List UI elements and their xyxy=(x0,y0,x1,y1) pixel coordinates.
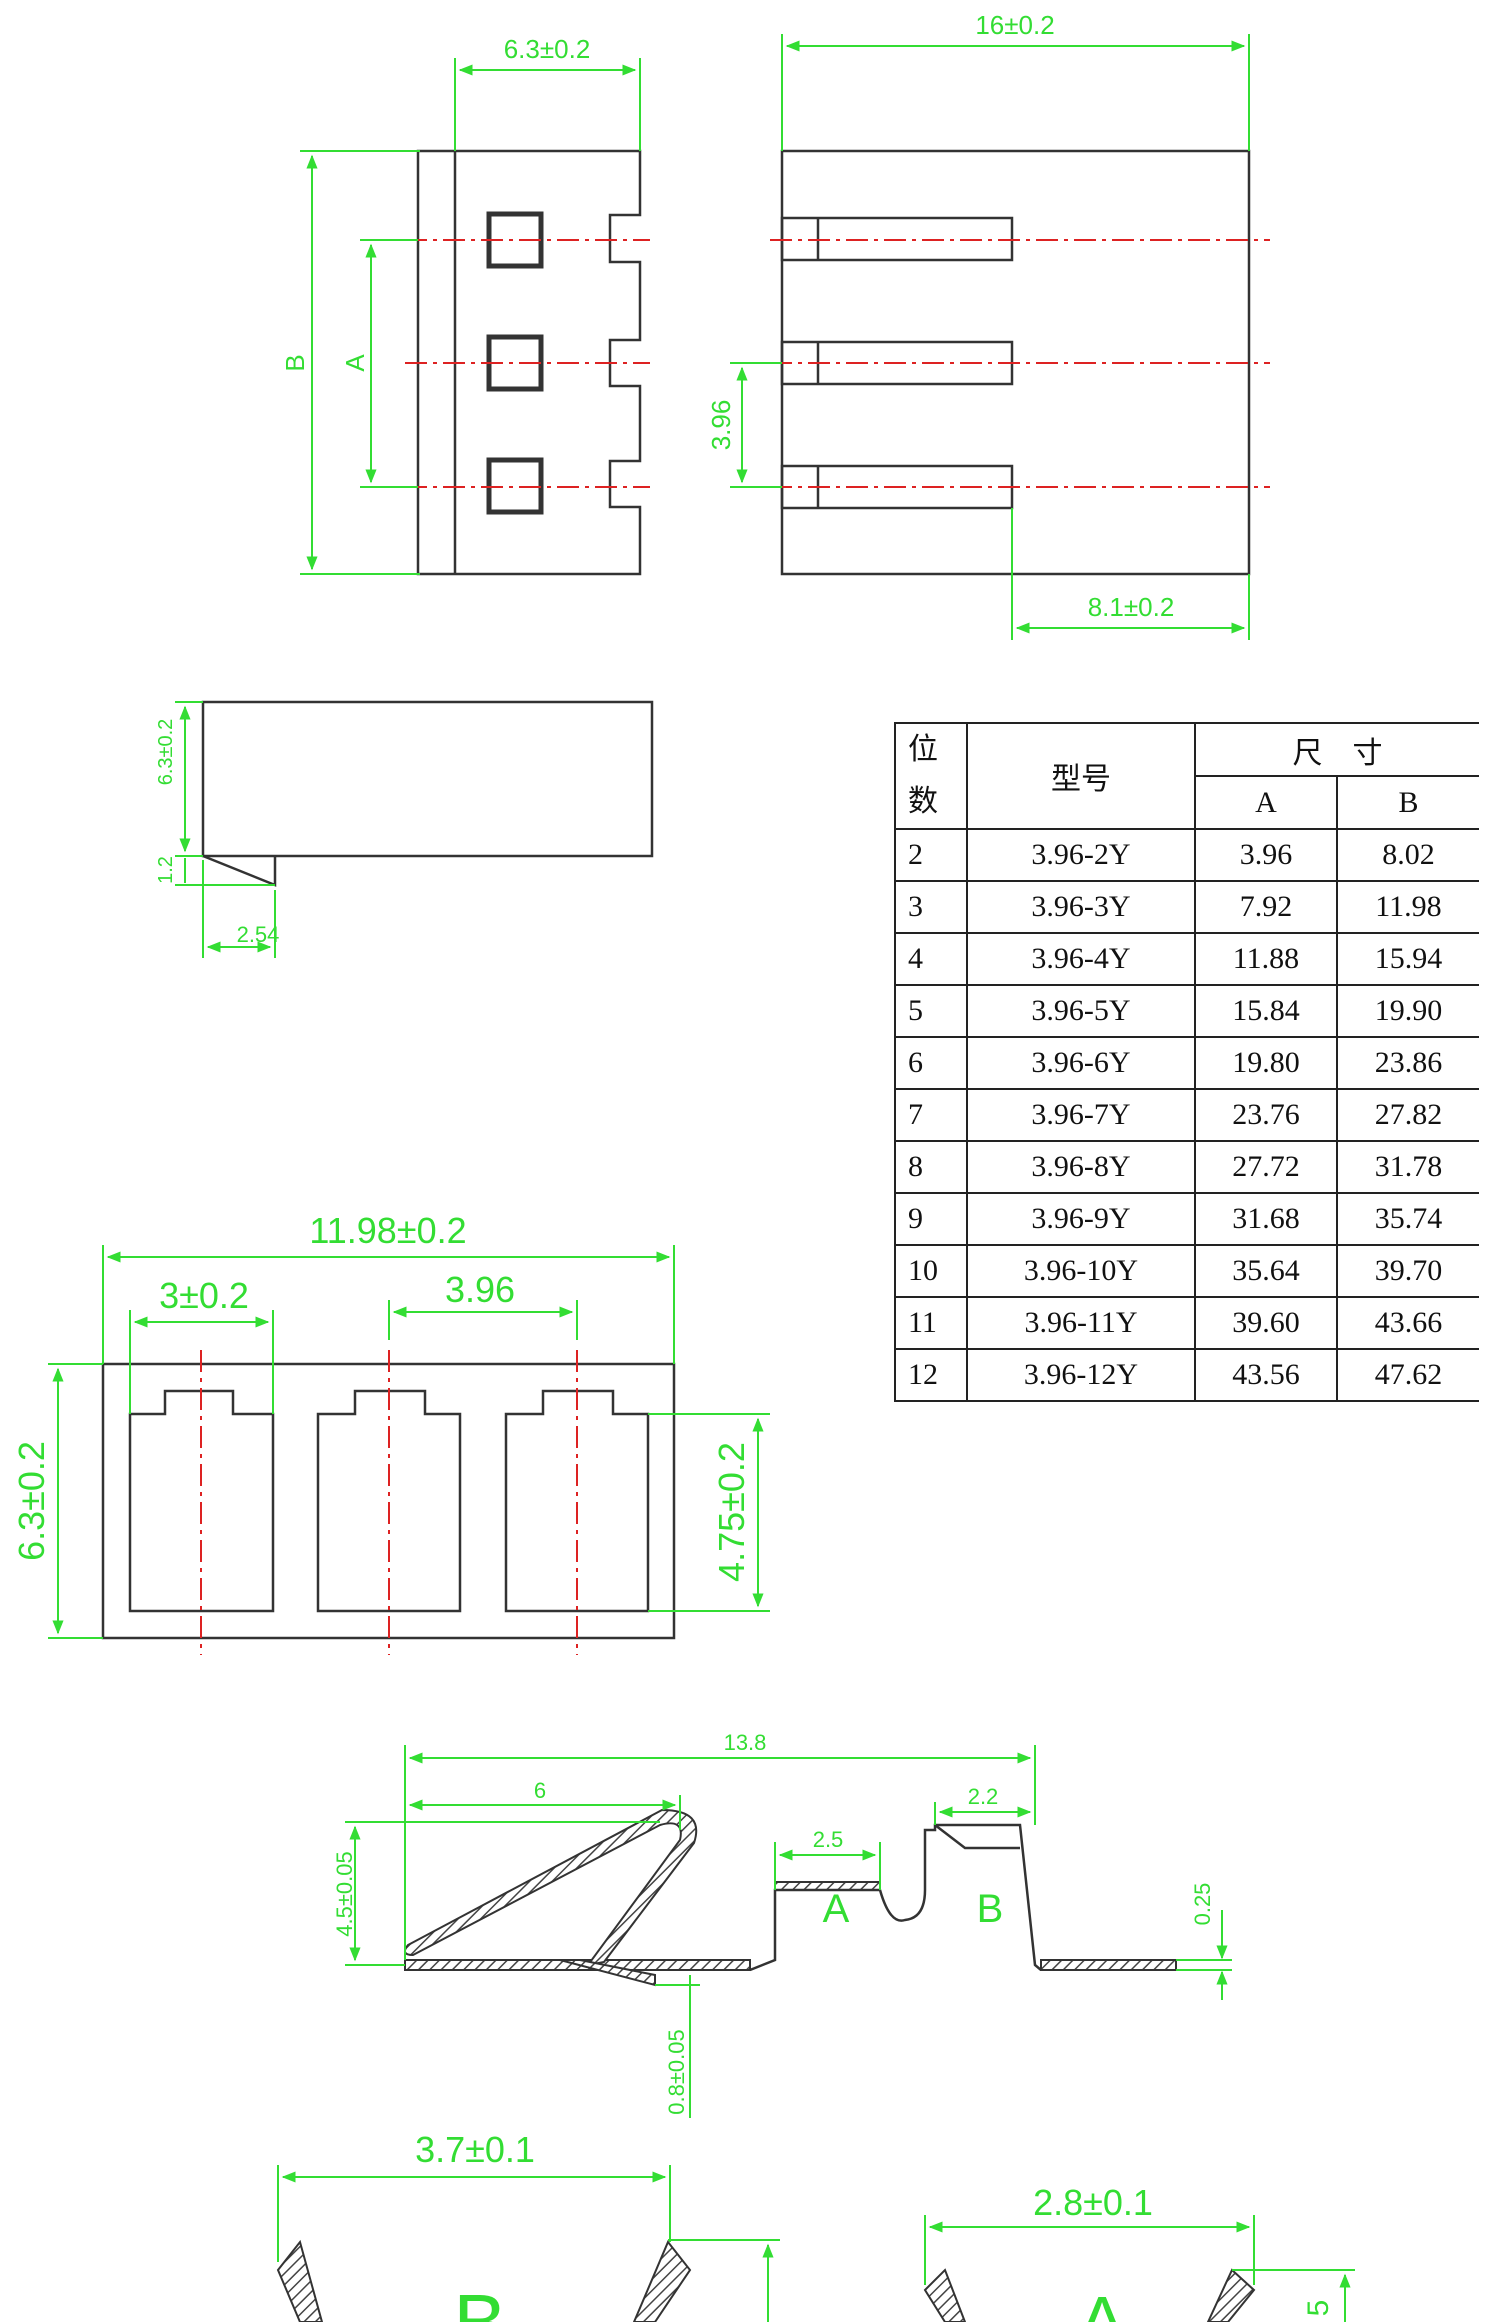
dim-spring-length: 6 xyxy=(534,1778,546,1803)
front-view: 11.98±0.2 3±0.2 3.96 6.3±0.2 4.75±0.2 xyxy=(11,1210,770,1655)
dim-housing-width: 6.3±0.2 xyxy=(504,34,591,64)
top-view: B A 6.3±0.2 xyxy=(280,34,650,576)
dim-pin-length: 8.1±0.2 xyxy=(1088,592,1175,622)
dim-section-a-side: 5 xyxy=(1302,2300,1335,2317)
header-col-b: B xyxy=(1336,775,1479,830)
spring-arm xyxy=(403,1808,698,1967)
section-a: 2.8±0.1 A 5 xyxy=(923,2182,1355,2322)
dim-front-pitch: 3.96 xyxy=(445,1269,515,1310)
dim-gap-width: 2.5 xyxy=(813,1827,844,1852)
side-view: 16±0.2 8.1±0.2 3.96 xyxy=(706,10,1270,640)
dim-label-a: A xyxy=(340,354,370,372)
label-section-b-view: B xyxy=(453,2278,506,2322)
header-model: 型号 xyxy=(966,722,1196,830)
dim-section-a-width: 2.8±0.1 xyxy=(1033,2182,1153,2223)
label-section-a-view: A xyxy=(1079,2282,1126,2322)
section-a-right-wall xyxy=(1206,2268,1256,2322)
dim-contact-drop: 0.8±0.05 xyxy=(664,2029,689,2114)
dim-section-b-width: 3.7±0.1 xyxy=(415,2129,535,2170)
dim-contact-thickness: 0.25 xyxy=(1190,1883,1215,1926)
cavity xyxy=(128,1389,275,1613)
end-view-outline xyxy=(201,700,654,858)
header-position: 位 数 xyxy=(894,722,968,830)
section-b-left-wall xyxy=(276,2239,324,2322)
dim-end-step: 1.2 xyxy=(155,856,177,884)
dim-contact-height: 4.5±0.05 xyxy=(332,1851,357,1936)
section-b: 3.7±0.1 B xyxy=(276,2129,780,2322)
dim-label-b: B xyxy=(280,354,310,371)
label-section-a: A xyxy=(823,1887,850,1931)
dim-front-height: 6.3±0.2 xyxy=(11,1441,52,1561)
dim-cavity-width: 3±0.2 xyxy=(159,1275,249,1316)
dim-end-offset: 2.54 xyxy=(237,922,280,947)
section-b-right-wall xyxy=(632,2240,692,2322)
housing-outline xyxy=(416,149,642,576)
header-position-line1: 位 xyxy=(908,733,938,766)
dim-tab-width: 2.2 xyxy=(968,1784,999,1809)
cavity xyxy=(316,1389,462,1613)
table-subheader-row: A B xyxy=(895,775,1479,830)
dim-front-width: 11.98±0.2 xyxy=(309,1210,466,1251)
dim-contact-length: 13.8 xyxy=(724,1730,767,1755)
dim-end-height: 6.3±0.2 xyxy=(155,719,177,786)
cavity xyxy=(504,1389,650,1613)
header-size: 尺 寸 xyxy=(1194,722,1479,777)
dim-pin-pitch: 3.96 xyxy=(706,400,736,451)
dim-cavity-height: 4.75±0.2 xyxy=(711,1442,752,1582)
dim-housing-length: 16±0.2 xyxy=(975,10,1054,40)
header-position-line2: 数 xyxy=(908,785,938,818)
contact-profile: A B 13.8 6 2.2 2.5 4.5±0.05 0.25 0.8±0.0… xyxy=(332,1730,1232,2118)
section-a-left-wall xyxy=(923,2268,967,2322)
label-section-b: B xyxy=(977,1887,1004,1931)
contact-body xyxy=(749,1823,1042,1972)
end-view: 6.3±0.2 1.2 2.54 xyxy=(155,700,654,958)
table-header-row: 位 数 型号 尺 寸 xyxy=(894,722,1479,830)
header-col-a: A xyxy=(1194,775,1338,830)
